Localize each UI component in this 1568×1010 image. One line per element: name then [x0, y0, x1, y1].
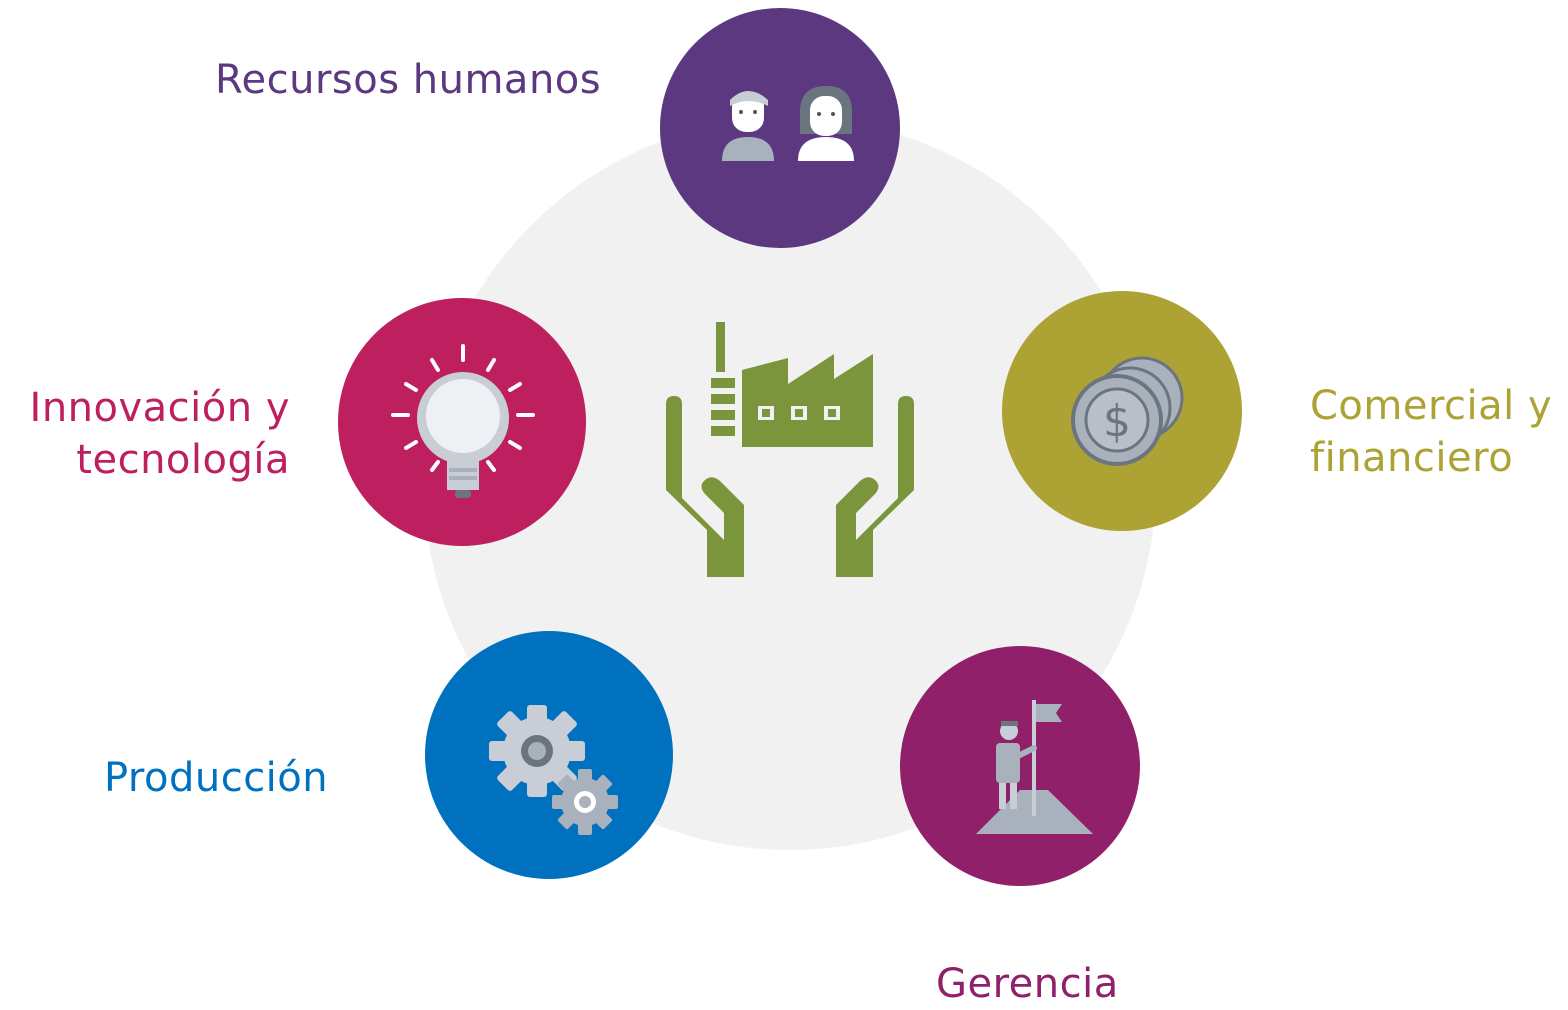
lightbulb-icon: [391, 344, 535, 498]
node-recursos-humanos: [660, 8, 900, 248]
label-comercial-line2: financiero: [1310, 435, 1514, 481]
label-comercial: Comercial y financiero: [1310, 380, 1552, 484]
label-comercial-line1: Comercial y: [1310, 383, 1553, 429]
node-produccion: [425, 631, 673, 879]
label-gerencia: Gerencia: [936, 961, 1119, 1007]
summit-flag-icon: [976, 700, 1093, 834]
node-comercial: $: [1002, 291, 1242, 531]
label-innovacion-line2: tecnología: [76, 437, 290, 483]
people-icon: [722, 86, 854, 161]
label-innovacion: Innovación y tecnología: [10, 382, 290, 486]
label-produccion: Producción: [104, 755, 329, 801]
node-circle-recursos-humanos: [660, 8, 900, 248]
label-recursos-humanos: Recursos humanos: [215, 57, 602, 103]
coins-icon: $: [1071, 356, 1184, 466]
factory-in-hands-icon: [666, 322, 914, 577]
gears-icon: [489, 705, 618, 835]
node-innovacion: [338, 298, 586, 546]
label-innovacion-line1: Innovación y: [29, 385, 290, 431]
node-gerencia: [900, 646, 1140, 886]
svg-text:$: $: [1103, 396, 1131, 447]
